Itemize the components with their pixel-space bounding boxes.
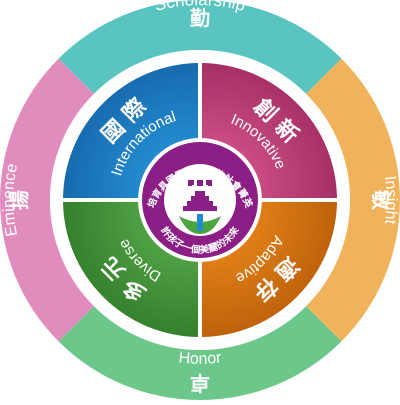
outer-label-right-en: Insight: [381, 175, 400, 226]
outer-labels: Scholarship Insight Honor Eminence 勤 敏 卓…: [0, 0, 399, 395]
outer-segment-bottom: [58, 306, 342, 400]
outer-segment-right: [306, 58, 400, 342]
outer-label-left-en: Eminence: [0, 162, 21, 238]
outer-segment-left: [0, 58, 94, 342]
outer-label-bottom-zh: 卓: [190, 371, 210, 395]
school-emblem-icon: [179, 180, 221, 234]
outer-label-top-zh: 勤: [190, 6, 210, 30]
outer-segment-top: [58, 0, 342, 94]
outer-label-bottom-en: Honor: [178, 349, 223, 367]
outer-label-right-zh: 敏: [369, 189, 393, 211]
outer-label-left-zh: 揚: [7, 190, 31, 210]
